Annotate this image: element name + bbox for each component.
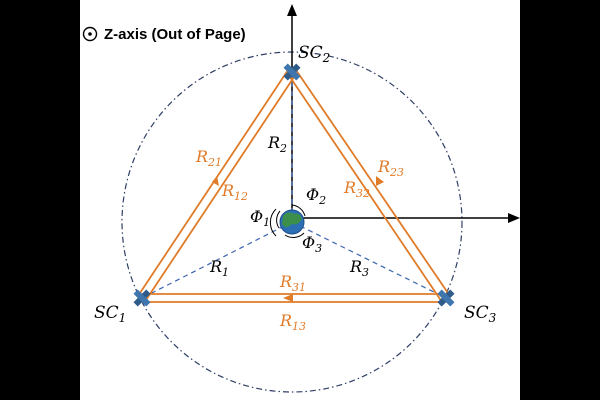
y-axis-arrowhead [287,4,297,16]
angle-arc-phi1 [276,210,281,229]
x-axis-arrowhead [508,213,520,223]
angle-arc-phi2 [291,204,306,217]
label-sc2: SC2 [298,43,330,65]
arm-sc1-sc3 [142,293,446,303]
label-r13: R13 [279,311,306,333]
label-r21: R21 [195,147,222,169]
label-phi2: Φ2 [306,185,326,207]
legend-label: Z-axis (Out of Page) [104,26,246,43]
dot-in-circle-icon [82,26,98,42]
label-r1: R1 [209,257,229,279]
radius-line-1 [141,221,293,299]
label-r23: R23 [377,157,404,179]
angle-arc-phi3 [284,232,305,238]
label-r32: R32 [343,178,370,200]
z-axis-legend: Z-axis (Out of Page) [82,26,246,43]
earth-icon [279,209,305,235]
label-r31: R31 [279,272,306,294]
radius-line-3 [291,221,447,299]
label-sc1: SC1 [94,303,126,325]
arm-sc2-sc3 [287,69,451,303]
angle-arc-outer [269,208,277,237]
arm-sc1-sc2 [137,69,297,301]
label-r3: R3 [349,257,369,279]
label-phi1: Φ1 [250,207,270,229]
label-sc3: SC3 [464,303,497,325]
constellation-diagram: Z-axis (Out of Page) SC2 SC1 SC3 R2 R1 R… [82,4,520,393]
diagram-canvas: Z-axis (Out of Page) SC2 SC1 SC3 R2 R1 R… [80,0,520,400]
label-r12: R12 [221,181,248,203]
satellite-icon-sc1 [133,289,151,307]
arm-arrow-21 [212,176,219,186]
label-phi3: Φ3 [302,233,322,255]
label-r2: R2 [267,133,287,155]
arm-arrow-31 [283,294,293,302]
satellite-icon-sc3 [437,289,455,307]
arm-arrow-32 [376,176,384,186]
satellite-icon-sc2 [283,63,301,81]
